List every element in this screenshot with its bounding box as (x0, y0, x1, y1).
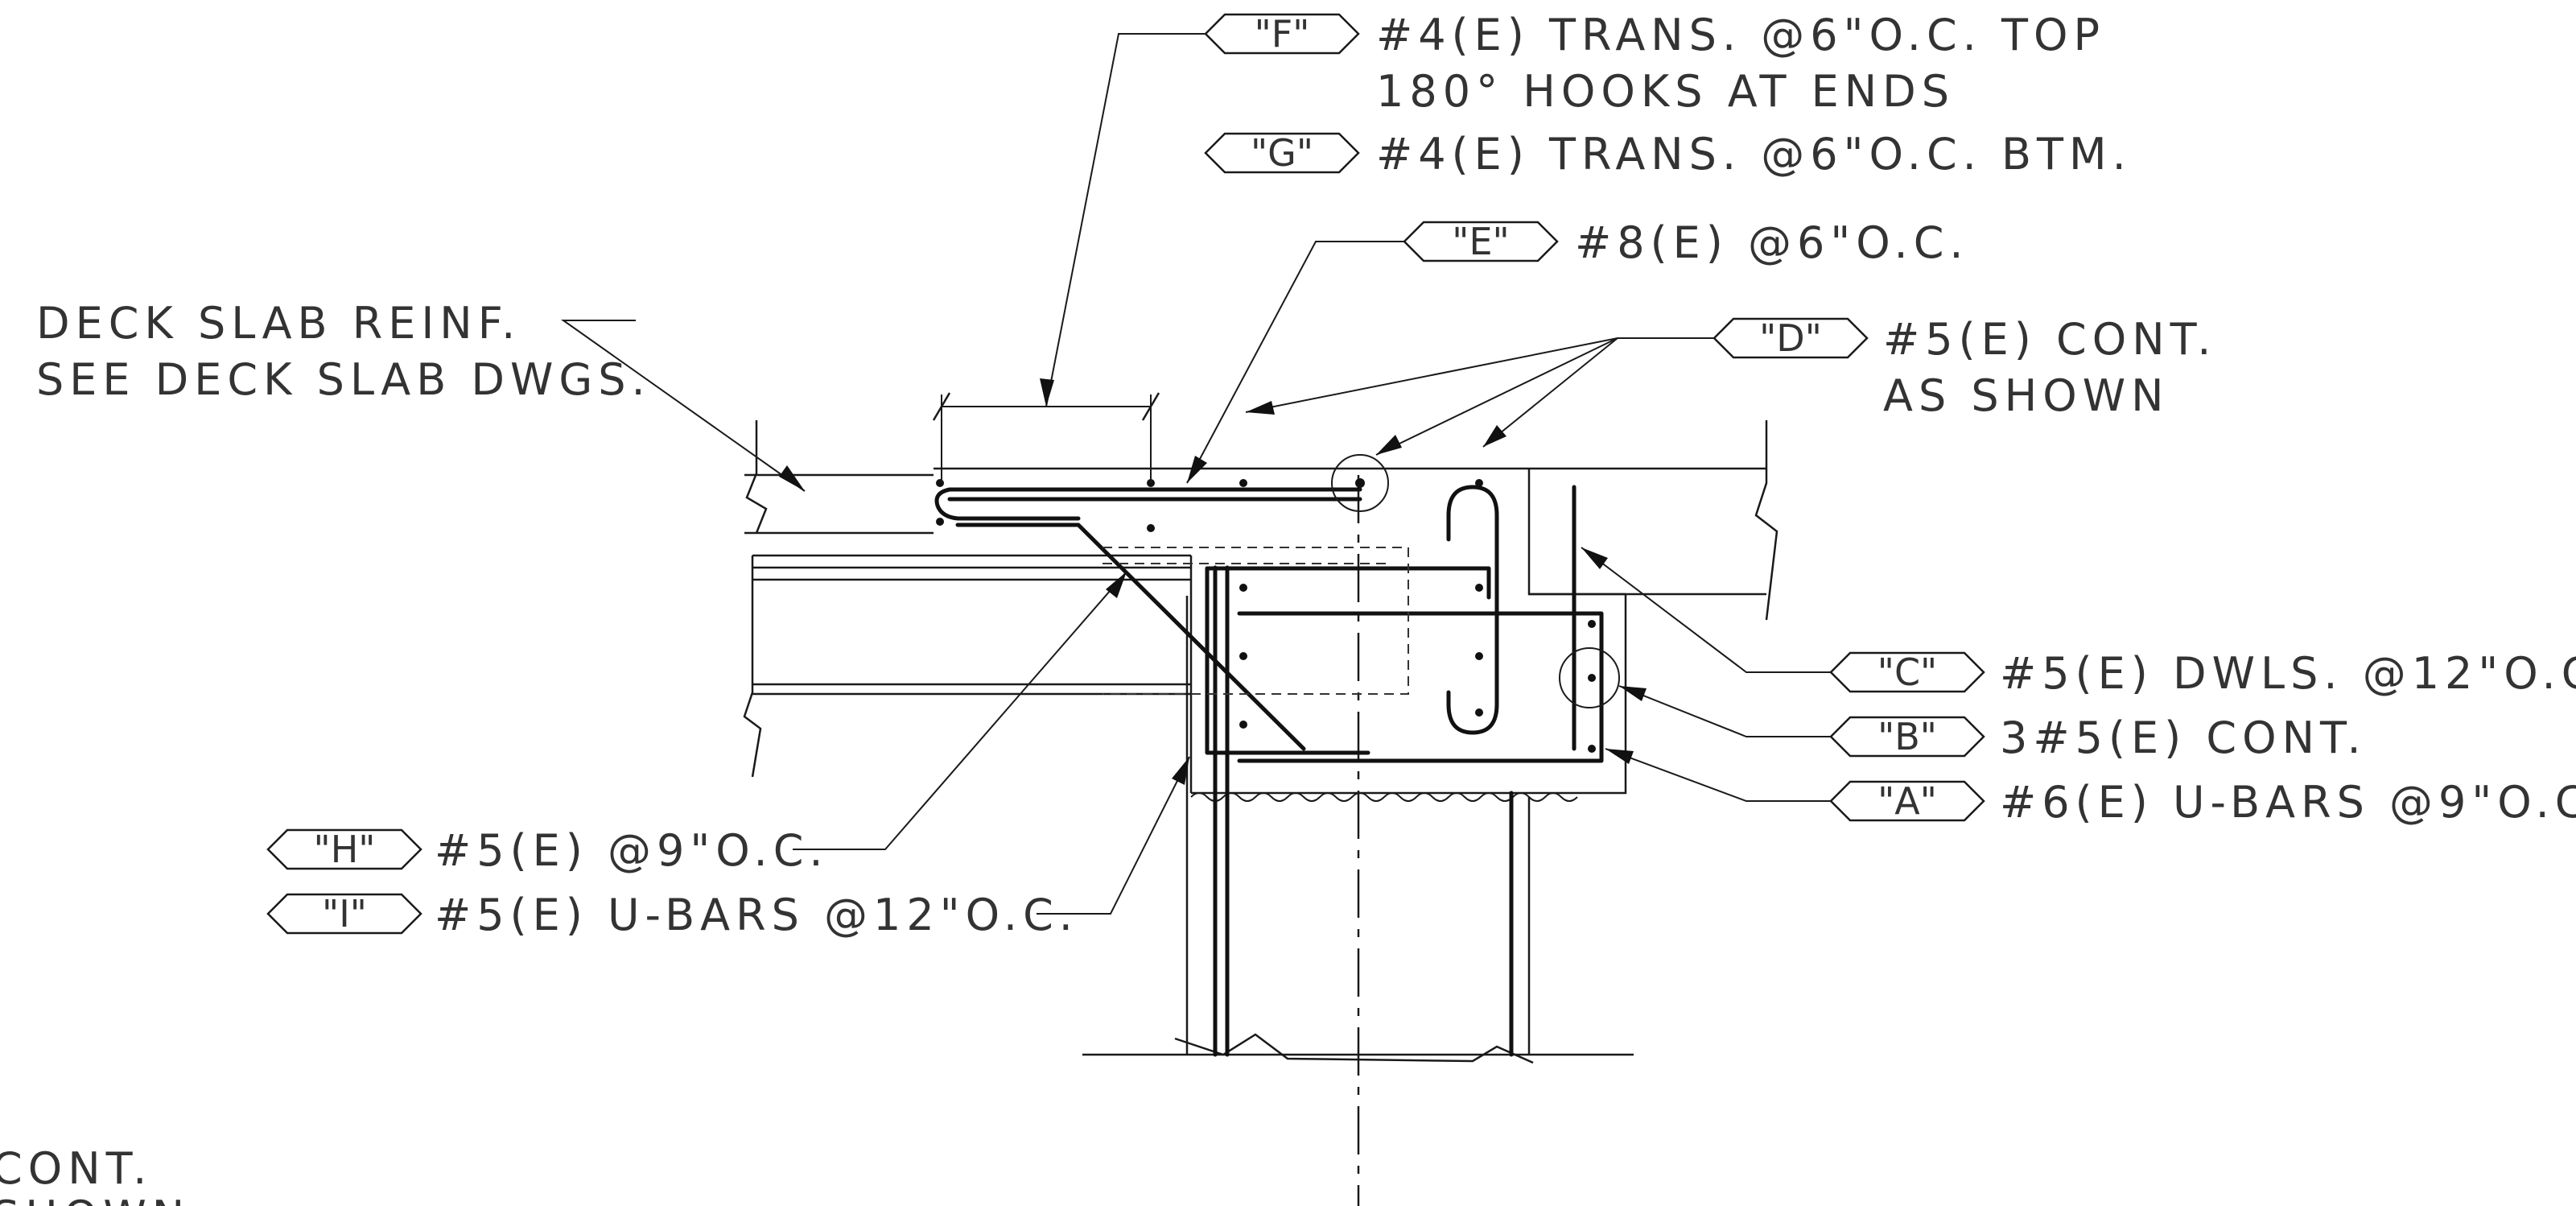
callout-h-line-1: #5(E) @9"O.C. (435, 825, 829, 876)
deck-note-line-1: DECK SLAB REINF. (36, 298, 521, 349)
rebar-dot (1475, 584, 1483, 592)
rebar-dot (1239, 479, 1247, 487)
tag-label: "C" (1877, 650, 1937, 694)
cut-note-line-2: SHOWN (0, 1192, 190, 1206)
rebar-dot (1355, 478, 1365, 488)
leader-a (1605, 748, 1831, 802)
tag-label: "E" (1452, 220, 1509, 263)
leader-deck (560, 320, 806, 492)
leader-f (1045, 33, 1206, 407)
pier-break-line (1174, 1033, 1534, 1064)
tag-label: "I" (322, 892, 367, 935)
arrowhead (779, 465, 805, 491)
rebar-dot (1588, 745, 1596, 753)
callout-tag-a: "A" (1829, 779, 1985, 823)
rebar-layout (932, 392, 1620, 1057)
bar-a-top (1237, 611, 1604, 763)
slab-break-line (745, 420, 768, 534)
callout-tag-e: "E" (1403, 220, 1559, 263)
bar-top-longitudinal (934, 487, 1362, 521)
callout-i-line-1: #5(E) U-BARS @12"O.C. (435, 890, 1078, 940)
rebar-dot (936, 518, 944, 526)
arrowhead (1172, 757, 1189, 785)
tag-label: "H" (314, 828, 376, 871)
arrowhead (1040, 378, 1054, 407)
arrowhead (1187, 456, 1207, 483)
callout-tag-d: "D" (1713, 316, 1869, 360)
arrowhead (1483, 425, 1506, 447)
rebar-dot (1475, 652, 1483, 660)
arrowhead (1619, 686, 1647, 701)
tag-label: "A" (1877, 779, 1937, 823)
arrowhead (1581, 547, 1608, 569)
callout-tag-b: "B" (1829, 715, 1985, 758)
leader-e (1186, 241, 1404, 484)
bar-i-ubar (1205, 566, 1370, 755)
d-bar-highlight-circle (1331, 454, 1389, 512)
girder-end-dashed (1103, 547, 1409, 695)
leader-i (1037, 756, 1190, 915)
callout-tag-f: "F" (1204, 12, 1360, 56)
b-bar-highlight-circle (1559, 647, 1620, 708)
callout-f-line-2: 180° HOOKS AT ENDS (1376, 66, 1955, 117)
deck-note-line-2: SEE DECK SLAB DWGS. (36, 354, 651, 405)
bar-hairpin (1446, 485, 1499, 735)
callout-a-line-1: #6(E) U-BARS @9"O.C. (2000, 777, 2576, 828)
callout-tag-g: "G" (1204, 131, 1360, 175)
leader-b (1618, 685, 1831, 737)
callout-tag-h: "H" (266, 828, 422, 871)
rebar-dot (936, 479, 944, 487)
rebar-dot (1147, 524, 1155, 532)
arrowhead (1376, 435, 1402, 455)
construction-joint (1190, 792, 1578, 802)
arrowhead (1246, 401, 1275, 415)
callout-d-line-1: #5(E) CONT. (1883, 314, 2216, 365)
rebar-dot (1239, 652, 1247, 660)
callout-tag-i: "I" (266, 892, 422, 935)
tag-label: "D" (1759, 316, 1822, 360)
leader-d (1245, 337, 1714, 413)
rebar-dot (1475, 708, 1483, 717)
leader-c (1581, 547, 1831, 673)
rebar-dot (1239, 584, 1247, 592)
leader-lines (560, 33, 1831, 915)
callout-d-line-2: AS SHOWN (1883, 370, 2170, 421)
leader-d-2 (1375, 337, 1618, 456)
callout-g-line-1: #4(E) TRANS. @6"O.C. BTM. (1376, 129, 2132, 180)
bar-h-diagonal (955, 522, 1306, 751)
bar-e (1205, 566, 1491, 600)
rebar-dot (1588, 620, 1596, 628)
girder-break-line (743, 556, 762, 778)
tag-label: "G" (1251, 131, 1313, 175)
leader-h (793, 571, 1127, 850)
cut-note-line-1: CONT. (0, 1143, 152, 1194)
arrowhead (1106, 572, 1127, 598)
rebar-dot (1475, 479, 1483, 487)
callout-c-line-1: #5(E) DWLS. @12"O.C. (2000, 648, 2576, 699)
leader-d-3 (1482, 337, 1618, 448)
concrete-outline (743, 420, 1778, 1206)
callout-e-line-1: #8(E) @6"O.C. (1575, 217, 1969, 268)
callout-f-line-1: #4(E) TRANS. @6"O.C. TOP (1376, 10, 2105, 60)
rebar-dot (1239, 721, 1247, 729)
callout-b-line-1: 3#5(E) CONT. (2000, 712, 2367, 763)
arrowhead (1605, 749, 1634, 764)
tag-label: "F" (1255, 12, 1310, 56)
rebar-dot (1588, 674, 1596, 682)
cap-step (1527, 469, 1766, 596)
approach-break-line (1754, 420, 1778, 621)
callout-tag-c: "C" (1829, 650, 1985, 694)
tag-label: "B" (1877, 715, 1937, 758)
